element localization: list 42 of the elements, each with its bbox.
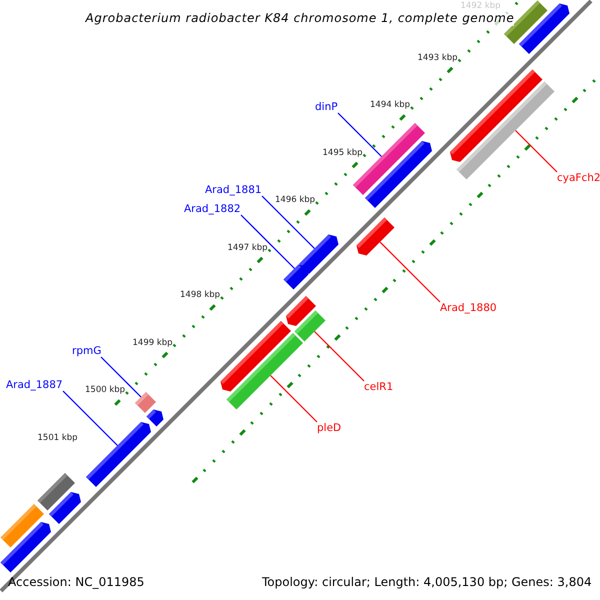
- leader-line: [314, 331, 364, 382]
- scale-label: 1495 kbp: [322, 148, 363, 158]
- leader-line: [240, 214, 295, 269]
- gene-label: Arad_1882: [184, 203, 241, 215]
- scale-label: 1497 kbp: [228, 242, 268, 252]
- scale-label: 1494 kbp: [370, 100, 410, 110]
- gene-bar: [226, 333, 303, 410]
- gene-block: [356, 218, 394, 256]
- scale-label: 1499 kbp: [132, 338, 173, 348]
- leader-line: [262, 196, 315, 249]
- gene-label: Arad_1880: [440, 302, 497, 314]
- scale-label: 1501 kbp: [38, 432, 78, 442]
- gene-label: dinP: [315, 101, 338, 113]
- scale-label: 1500 kbp: [85, 385, 126, 395]
- gene-block: [365, 141, 432, 208]
- gene-block: [49, 492, 81, 524]
- scale-label: 1493 kbp: [418, 52, 458, 62]
- gene-bar: [456, 82, 554, 180]
- gene-bar: [135, 392, 156, 413]
- title: Agrobacterium radiobacter K84 chromosome 1, complete genome: [86, 11, 514, 26]
- gene-block: [86, 422, 151, 487]
- leader-line: [515, 130, 558, 172]
- gene-label: Arad_1881: [205, 184, 262, 196]
- gene-label: celR1: [364, 381, 394, 393]
- gene-label: rpmG: [72, 345, 102, 357]
- gene-block: [146, 410, 164, 426]
- info-text: Accession: NC_011985: [8, 574, 144, 590]
- info-text: Topology: circular; Length: 4,005,130 bp; Genes: 3,804: [262, 574, 592, 590]
- gene-label: pleD: [317, 422, 342, 434]
- scale-label: 1498 kbp: [180, 290, 220, 300]
- gene-label: Arad_1887: [6, 379, 63, 391]
- leader-line: [62, 390, 118, 446]
- gene-label: cyaFch2: [557, 172, 600, 184]
- leader-line: [100, 356, 142, 398]
- leader-line: [338, 112, 382, 157]
- gene-block: [519, 4, 570, 54]
- leader-line: [270, 375, 318, 422]
- gene-block: [0, 522, 51, 572]
- gene-block: [284, 264, 308, 290]
- leader-line: [380, 242, 440, 302]
- scale-label: 1496 kbp: [275, 195, 316, 205]
- gene-bar: [294, 310, 326, 342]
